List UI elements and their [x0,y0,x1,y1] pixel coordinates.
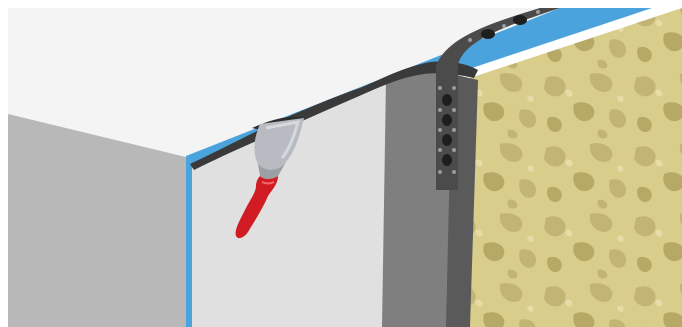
scene-illustration [0,0,682,327]
illustration-frame [0,0,682,327]
